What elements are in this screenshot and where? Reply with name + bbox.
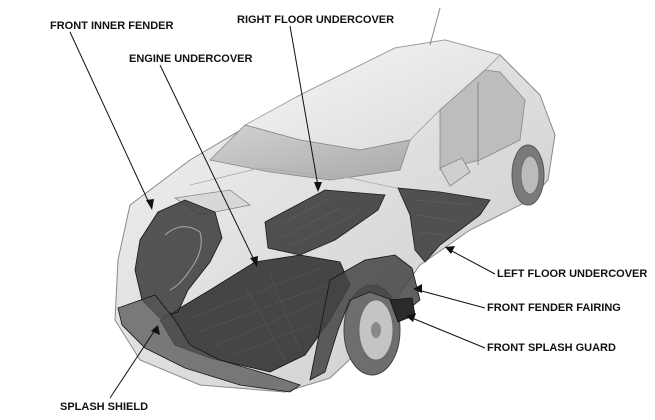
label-splash-shield: SPLASH SHIELD <box>60 401 149 413</box>
label-front-splash-guard: FRONT SPLASH GUARD <box>487 342 616 354</box>
front-inner-fender-part <box>134 199 223 319</box>
label-left-floor-undercover: LEFT FLOOR UNDERCOVER <box>497 268 648 280</box>
label-right-floor-undercover: RIGHT FLOOR UNDERCOVER <box>237 14 395 26</box>
leader-arrowheads <box>146 182 455 335</box>
splash-shield-part <box>117 294 301 393</box>
leader-lines <box>69 25 496 399</box>
label-front-inner-fender: FRONT INNER FENDER <box>50 20 174 32</box>
label-front-fender-fairing: FRONT FENDER FAIRING <box>487 302 621 314</box>
label-engine-undercover: ENGINE UNDERCOVER <box>129 53 253 65</box>
right-floor-undercover-part <box>264 189 386 256</box>
left-floor-undercover-part <box>397 187 491 263</box>
front-fender-fairing-part <box>309 254 421 381</box>
